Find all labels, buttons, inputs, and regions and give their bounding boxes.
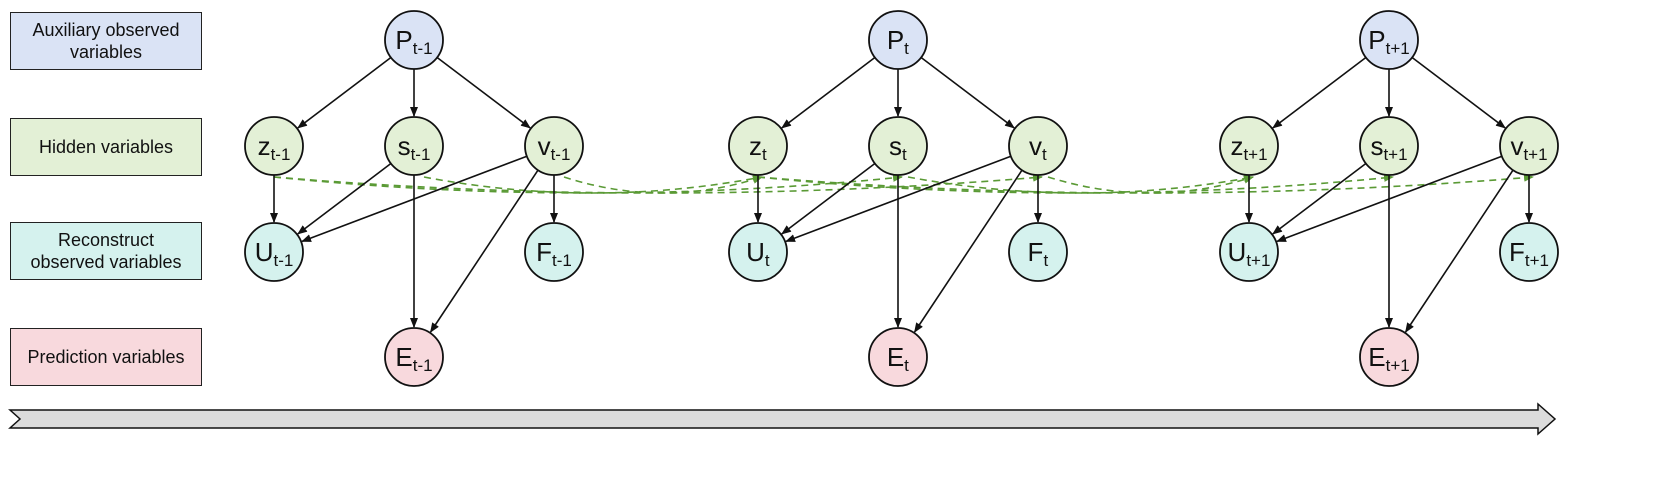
edge-P-z-0 (297, 56, 392, 129)
node-label: vt (1029, 131, 1047, 164)
node-F-t+1: Ft+1 (1499, 222, 1559, 282)
node-U-t+1: Ut+1 (1219, 222, 1279, 282)
node-P-t: Pt (868, 10, 928, 70)
node-label: zt (749, 131, 767, 164)
node-P-t-1: Pt-1 (384, 10, 444, 70)
node-circle (244, 116, 304, 176)
node-label: Ft+1 (1509, 237, 1549, 270)
node-v-t+1: vt+1 (1499, 116, 1559, 176)
node-circle (1219, 222, 1279, 282)
node-circle (1499, 116, 1559, 176)
node-circle (1499, 222, 1559, 282)
node-z-t-1: zt-1 (244, 116, 304, 176)
node-s-t: st (868, 116, 928, 176)
node-circle (1008, 116, 1068, 176)
node-label: Ut (746, 237, 770, 270)
edge-s-U-0 (297, 162, 392, 235)
temporal-edge-s-z-1 (907, 174, 1254, 194)
node-label: zt+1 (1230, 131, 1267, 164)
node-label: Ut-1 (255, 237, 294, 270)
legend-auxiliary-label: Auxiliary observed variables (32, 20, 180, 62)
node-P-t+1: Pt+1 (1359, 10, 1419, 70)
temporal-edge-z-v-0 (273, 173, 1043, 194)
node-label: Pt+1 (1368, 25, 1409, 58)
node-label: st-1 (398, 131, 431, 164)
node-circle (728, 222, 788, 282)
edge-v-U-2 (1276, 155, 1503, 243)
node-label: vt-1 (538, 131, 571, 164)
temporal-edge-v-z-0 (563, 175, 763, 194)
legend-reconstruct-label: Reconstruct observed variables (30, 230, 182, 272)
legend-reconstruct-observed: Reconstruct observed variables (10, 222, 202, 280)
node-circle (1359, 327, 1419, 387)
node-circle (868, 327, 928, 387)
edge-P-v-1 (920, 56, 1015, 129)
node-label: Pt (887, 25, 909, 58)
node-v-t-1: vt-1 (524, 116, 584, 176)
node-label: st (889, 131, 907, 164)
edge-v-E-2 (1404, 169, 1514, 333)
node-circle (868, 116, 928, 176)
causal-edges (270, 56, 1533, 333)
edge-v-U-0 (301, 155, 528, 243)
edge-v-E-1 (913, 169, 1023, 333)
node-circle (384, 327, 444, 387)
node-circle (524, 222, 584, 282)
node-circle (1219, 116, 1279, 176)
temporal-edge-s-z-0 (423, 174, 763, 194)
node-U-t-1: Ut-1 (244, 222, 304, 282)
node-z-t+1: zt+1 (1219, 116, 1279, 176)
legend-auxiliary-observed: Auxiliary observed variables (10, 12, 202, 70)
legend-hidden-variables: Hidden variables (10, 118, 202, 176)
node-circle (384, 116, 444, 176)
edge-P-v-0 (436, 56, 531, 129)
edge-s-U-2 (1272, 162, 1367, 235)
node-label: st+1 (1370, 131, 1407, 164)
edge-P-z-2 (1272, 56, 1367, 129)
node-label: Et (887, 342, 909, 375)
node-circle (524, 116, 584, 176)
node-F-t: Ft (1008, 222, 1068, 282)
node-s-t-1: st-1 (384, 116, 444, 176)
legend-prediction-label: Prediction variables (27, 347, 185, 367)
legend-hidden-label: Hidden variables (38, 137, 174, 157)
node-circle (1008, 222, 1068, 282)
edge-v-U-1 (785, 155, 1012, 243)
node-label: Ut+1 (1228, 237, 1271, 270)
node-label: Pt-1 (395, 25, 432, 58)
node-label: vt+1 (1510, 131, 1547, 164)
edge-s-U-1 (781, 162, 876, 235)
node-v-t: vt (1008, 116, 1068, 176)
node-circle (384, 10, 444, 70)
node-circle (1359, 10, 1419, 70)
node-label: Ft (1028, 237, 1049, 270)
node-circle (728, 116, 788, 176)
node-z-t: zt (728, 116, 788, 176)
node-s-t+1: st+1 (1359, 116, 1419, 176)
node-U-t: Ut (728, 222, 788, 282)
temporal-edge-v-z-1 (1047, 175, 1254, 194)
legend-prediction-variables: Prediction variables (10, 328, 202, 386)
time-axis-arrow (8, 402, 1557, 436)
node-label: zt-1 (258, 131, 291, 164)
node-circle (1359, 116, 1419, 176)
node-label: Et-1 (395, 342, 432, 375)
edge-P-v-2 (1411, 56, 1506, 129)
edge-P-z-1 (781, 56, 876, 129)
node-label: Et+1 (1368, 342, 1409, 375)
node-circle (244, 222, 304, 282)
node-label: Ft-1 (536, 237, 572, 270)
edge-v-E-0 (429, 169, 539, 333)
time-arrow (8, 402, 1557, 436)
node-F-t-1: Ft-1 (524, 222, 584, 282)
node-E-t+1: Et+1 (1359, 327, 1419, 387)
node-circle (868, 10, 928, 70)
node-E-t-1: Et-1 (384, 327, 444, 387)
node-E-t: Et (868, 327, 928, 387)
